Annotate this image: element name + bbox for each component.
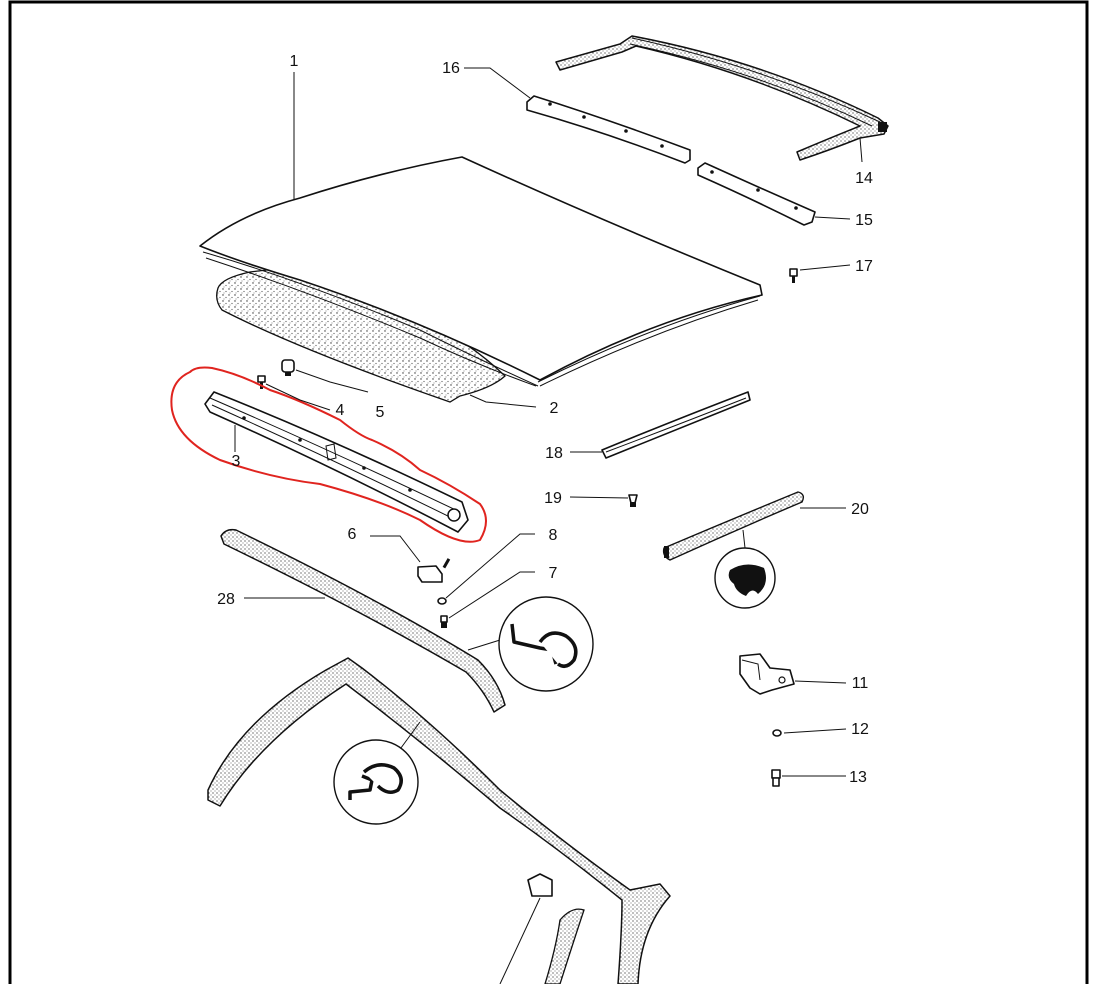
callout-5: 5 [376,404,385,421]
part-5-nut [281,359,295,376]
leader-lines [234,67,863,984]
highlight-circle [170,366,487,543]
part-6-clip [417,558,451,583]
callout-16: 16 [442,60,460,77]
callout-18: 18 [545,445,563,462]
part-7-bolt [440,615,448,628]
callout-7: 7 [549,565,558,582]
part-3-rail [204,391,469,533]
callout-6: 6 [348,526,357,543]
part-1-roof-panel [199,156,763,387]
callout-13: 13 [849,769,867,786]
callout-17: 17 [855,258,873,275]
part-11-hinge [739,653,795,695]
callout-1: 1 [290,53,299,70]
callout-15: 15 [855,212,873,229]
callout-2: 2 [550,400,559,417]
page-frame [8,0,1089,984]
callout-19: 19 [544,490,562,507]
callout-20: 20 [851,501,869,518]
callout-8: 8 [549,527,558,544]
callout-14: 14 [855,170,873,187]
part-19-screw [628,494,638,507]
part-16-strip [526,95,691,164]
callout-4: 4 [336,402,345,419]
part-28-rail [220,528,506,713]
detail-bubble-door [333,721,421,825]
callout-28: 28 [217,591,235,608]
part-20-seal [662,491,805,561]
part-8-washer [437,597,447,605]
part-17-screw [789,268,798,283]
part-13-stud [771,769,781,787]
part-12-washer [772,729,782,737]
part-15-strip [697,162,816,226]
callout-11: 11 [852,675,869,692]
callout-12: 12 [851,721,869,738]
detail-bubble-20 [714,529,776,609]
part-18-strip [601,391,751,459]
detail-bubble-28 [467,596,594,692]
callout-3: 3 [232,453,241,470]
door-frame-seal [207,657,671,984]
part-14-frame-seal [555,35,889,161]
